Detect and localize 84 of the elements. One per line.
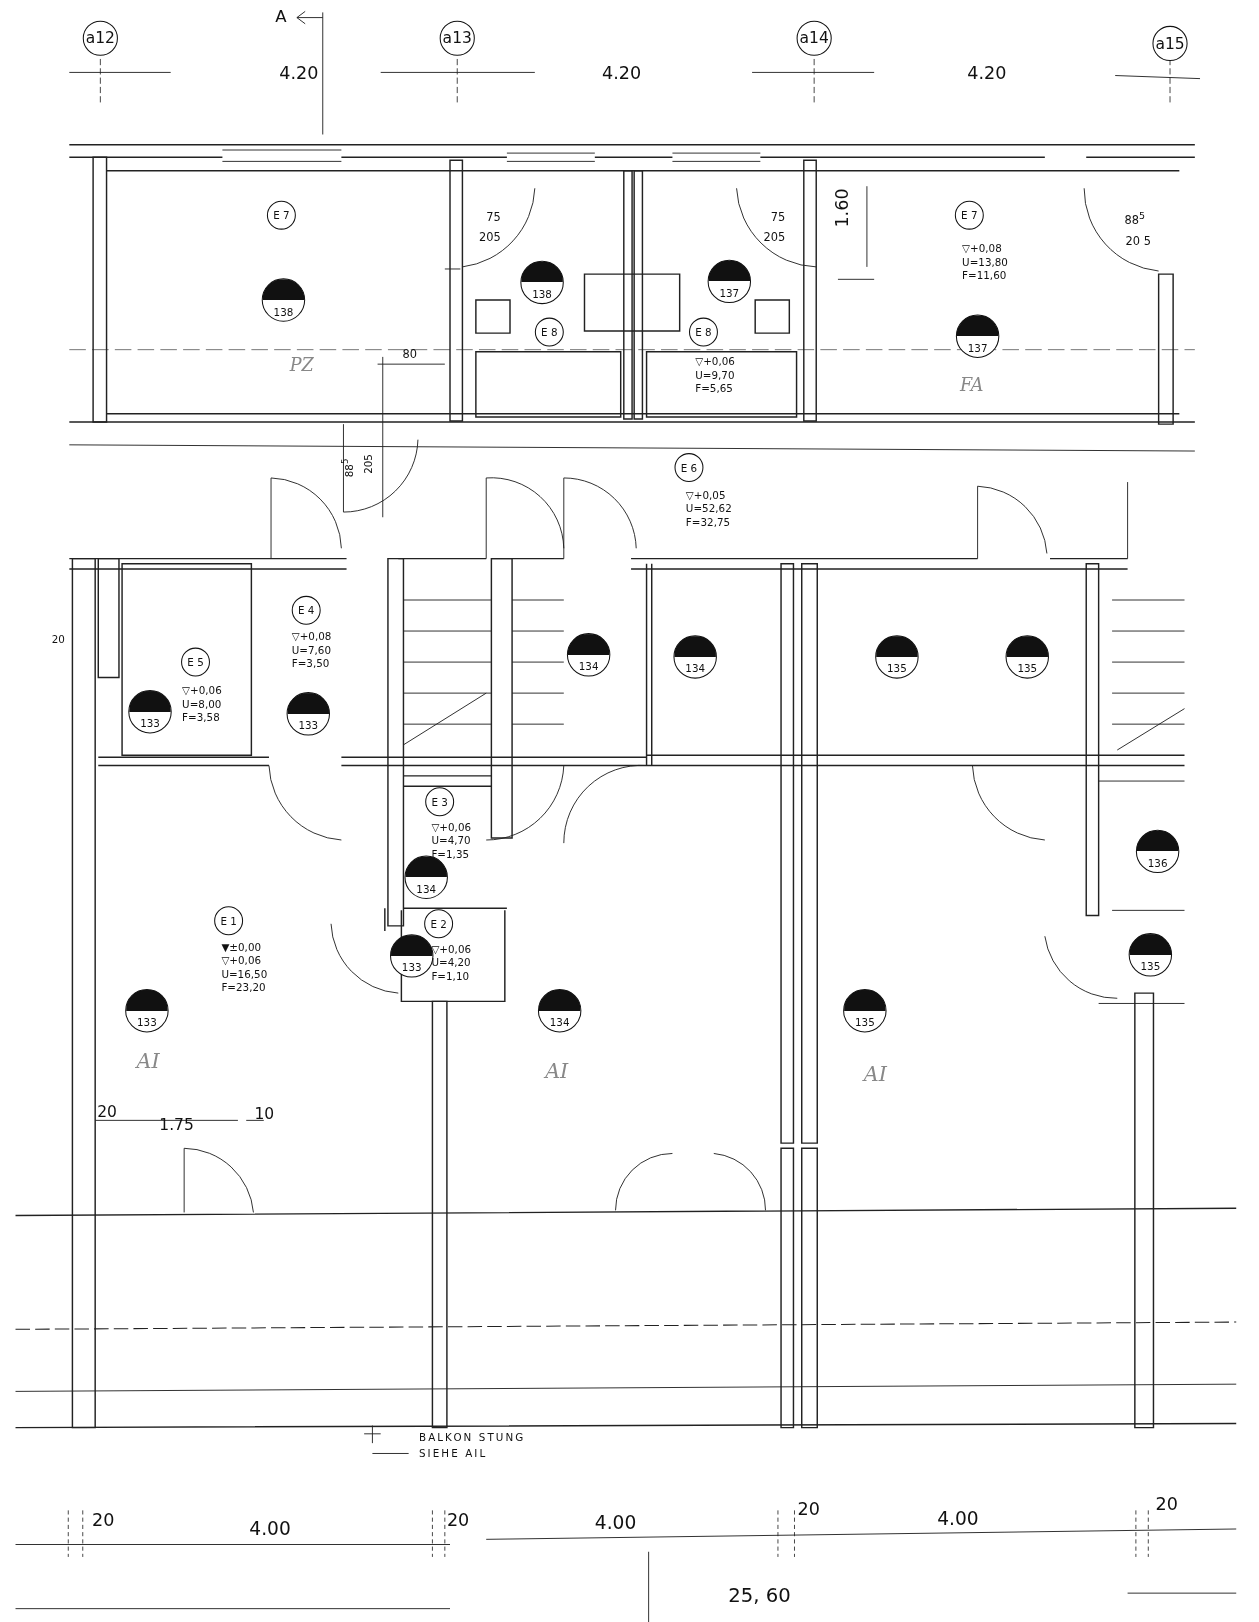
grid-axis-bubble: a13 [439, 20, 475, 56]
handwritten-note: AI [136, 1050, 160, 1071]
room-data-text: F=3,50 [291, 659, 330, 670]
room-data-text: ▽+0,06 [182, 685, 222, 697]
dimension-text: 4.20 [279, 64, 319, 82]
grid-axis-bubble: a12 [82, 20, 118, 56]
room-tag: E 3 [425, 787, 455, 817]
dimension-text: 75 [770, 212, 786, 224]
room-number-symbol: 133 [128, 690, 172, 734]
room-number-symbol: 133 [286, 692, 330, 736]
handwritten-note: FA [960, 376, 984, 395]
dimension-text: 1.60 [833, 188, 852, 228]
room-number-symbol: 137 [955, 314, 1000, 358]
room-data-text: F=3,58 [182, 712, 220, 724]
dimension-text: 20 [97, 1104, 117, 1121]
room-tag: E 8 [534, 317, 564, 347]
room-data-text: ▽+0,06 [431, 822, 472, 833]
room-tag: E 1 [214, 906, 244, 936]
section-mark: A [275, 8, 287, 25]
room-number-symbol: 134 [673, 635, 717, 679]
room-tag: E 8 [689, 317, 718, 347]
dimension-text: 1.75 [159, 1117, 194, 1133]
dimension-text: 20 5 [1125, 235, 1151, 248]
room-tag: E 7 [266, 200, 296, 230]
dimension-text: 205 [478, 231, 501, 244]
room-tag: E 7 [954, 200, 984, 230]
room-number-symbol: 137 [707, 259, 752, 304]
grid-axis-bubble: a15 [1152, 25, 1188, 62]
room-data-text: ▽+0,06 [221, 955, 262, 967]
dimension-text: 205 [364, 454, 375, 474]
room-data-text: U=7,60 [291, 645, 331, 656]
room-data-text: U=13,80 [962, 257, 1008, 268]
dimension-text: 20 [446, 1511, 470, 1529]
room-number-symbol: 133 [125, 989, 169, 1033]
room-data-text: U=52,62 [685, 503, 732, 515]
room-number-symbol: 134 [566, 633, 611, 677]
dimension-text: 205 [763, 231, 786, 244]
room-data-text: F=1,10 [431, 971, 470, 982]
room-data-text: F=5,65 [695, 383, 733, 395]
dimension-text: 4.00 [594, 1513, 637, 1533]
room-data-text: ▽+0,06 [695, 356, 735, 368]
room-number-symbol: 135 [1005, 635, 1049, 679]
dimension-text: 20 [92, 1511, 115, 1529]
room-tag: E 6 [674, 453, 704, 483]
room-data-text: U=9,70 [695, 370, 735, 381]
room-number-symbol: 135 [875, 635, 919, 679]
room-data-text: F=11,60 [962, 271, 1007, 282]
handwritten-note: AI [863, 1063, 887, 1085]
dimension-text: 20 [51, 635, 65, 646]
dimension-text: 10 [254, 1106, 275, 1123]
dimension-text: 75 [486, 212, 501, 224]
dimension-text: 88$^{5}$ [1124, 211, 1145, 227]
dimension-text: 4.00 [249, 1519, 291, 1539]
room-number-symbol: 135 [1128, 933, 1173, 977]
room-data-text: ▼±0,00 [221, 942, 262, 953]
room-number-symbol: 134 [537, 989, 582, 1033]
handwritten-note: AI [545, 1060, 569, 1082]
note-text: BALKON STUNG [418, 1432, 526, 1444]
room-tag: E 5 [181, 647, 210, 677]
note-text: SIEHE AIL [418, 1448, 488, 1459]
room-data-text: U=16,50 [221, 969, 268, 980]
dimension-text: 20 [1155, 1495, 1178, 1514]
dimension-text: 20 [797, 1500, 820, 1518]
dimension-text: 4.00 [937, 1509, 979, 1528]
dimension-text: 4.20 [602, 64, 642, 82]
room-data-text: U=8,00 [182, 699, 222, 710]
room-tag: E 4 [291, 595, 321, 625]
room-data-text: ▽+0,05 [685, 490, 726, 501]
room-data-text: U=4,20 [431, 957, 471, 969]
grid-axis-bubble: a14 [796, 20, 832, 56]
room-number-symbol: 135 [843, 989, 887, 1033]
room-number-symbol: 138 [261, 278, 306, 322]
handwritten-note: PZ [289, 356, 314, 375]
dimension-text: 25, 60 [728, 1585, 791, 1606]
room-data-text: ▽+0,08 [291, 632, 332, 643]
room-number-symbol: 136 [1135, 829, 1180, 874]
dimension-text: 4.20 [967, 64, 1007, 82]
room-data-text: F=32,75 [685, 517, 731, 528]
room-data-text: F=23,20 [221, 982, 266, 994]
room-data-text: U=4,70 [431, 835, 471, 847]
dimension-text: 80 [402, 348, 417, 360]
room-data-text: ▽+0,08 [962, 244, 1002, 255]
room-tag: E 2 [424, 909, 454, 939]
room-number-symbol: 138 [520, 260, 564, 305]
